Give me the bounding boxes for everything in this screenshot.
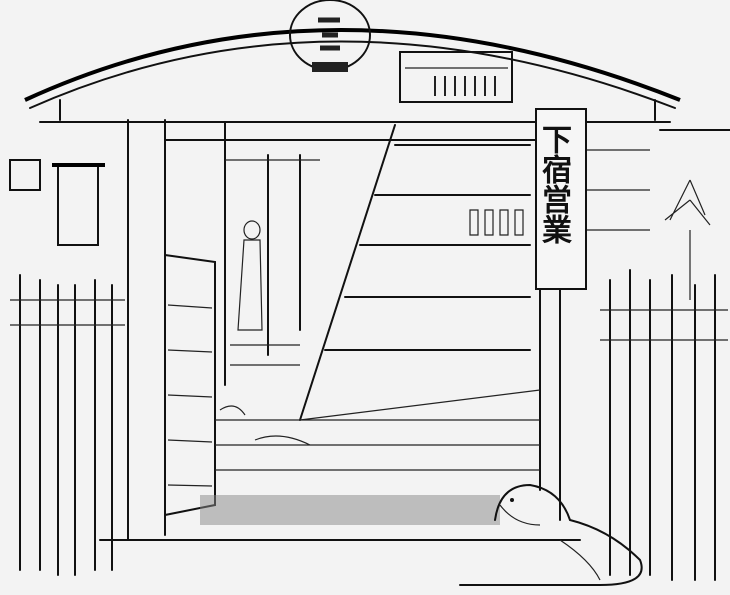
boarding-house-signboard: 下宿営業 [535,108,587,290]
doorway-frame [99,119,581,541]
sliding-door [164,253,216,517]
right-wall [587,129,730,231]
nameplate [399,51,513,103]
signboard-text: 下宿営業 [536,124,571,244]
left-fence [10,274,125,576]
staircase [299,124,541,421]
hanging-lanterns [9,159,105,246]
sleeping-dog [459,483,643,586]
paper-lantern [289,0,371,72]
interior [219,121,320,446]
right-fence [600,179,728,581]
floor [200,419,540,525]
